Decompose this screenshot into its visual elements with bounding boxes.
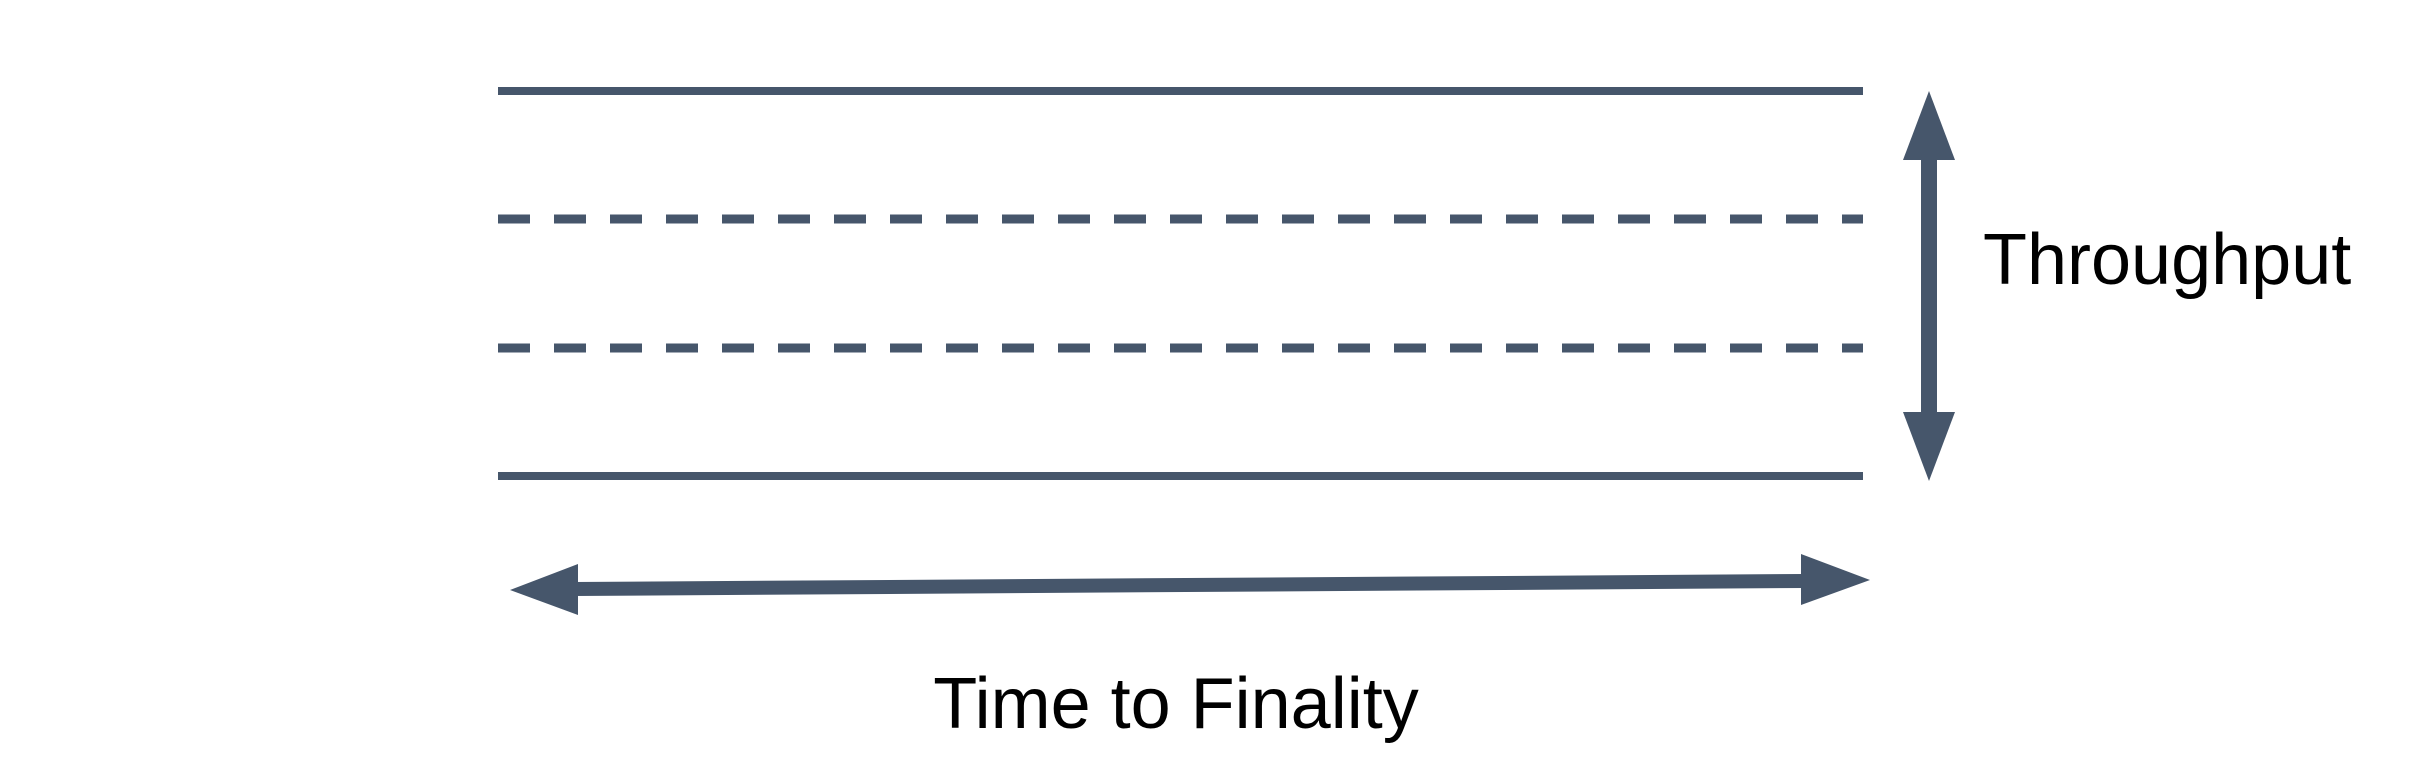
- throughput-label: Throughput: [1983, 220, 2352, 300]
- time-to-finality-label: Time to Finality: [933, 664, 1419, 744]
- time-to-finality-double-arrow-icon: [510, 554, 1870, 615]
- finality-arrow-right-head: [1801, 554, 1870, 605]
- throughput-arrow-down-head: [1903, 412, 1955, 481]
- throughput-double-arrow-icon: [1903, 91, 1955, 481]
- throughput-arrow-up-head: [1903, 91, 1955, 160]
- finality-arrow-shaft: [573, 574, 1805, 596]
- finality-arrow-left-head: [510, 564, 578, 615]
